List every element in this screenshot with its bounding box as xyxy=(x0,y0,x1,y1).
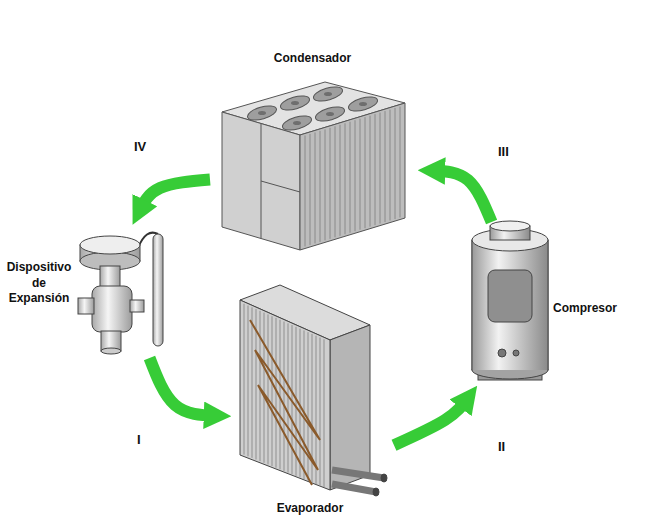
stage-number: III xyxy=(498,144,509,159)
stage-number: I xyxy=(137,432,141,447)
condenser-unit xyxy=(222,82,405,250)
component-name: Compresor xyxy=(553,301,649,317)
flow-arrow xyxy=(394,398,468,446)
condenser-node: Condensador xyxy=(210,45,419,252)
flow-arrow xyxy=(139,180,210,212)
component-name: Dispositivo de Expansión xyxy=(2,260,76,307)
stage-number: IV xyxy=(134,139,146,154)
component-name: Evaporador xyxy=(230,501,390,517)
expansion-device-node: Dispositivo de Expansión xyxy=(0,222,178,358)
compressor-node: Compresor xyxy=(465,222,655,388)
evaporator-node: Evaporador xyxy=(230,285,394,521)
expansion-valve xyxy=(78,233,163,354)
stage-number: II xyxy=(498,439,505,454)
flow-arrow xyxy=(150,358,217,416)
flow-arrow xyxy=(433,171,492,222)
evaporator-coil xyxy=(240,285,387,496)
compressor xyxy=(472,221,548,380)
component-name: Condensador xyxy=(210,51,415,67)
